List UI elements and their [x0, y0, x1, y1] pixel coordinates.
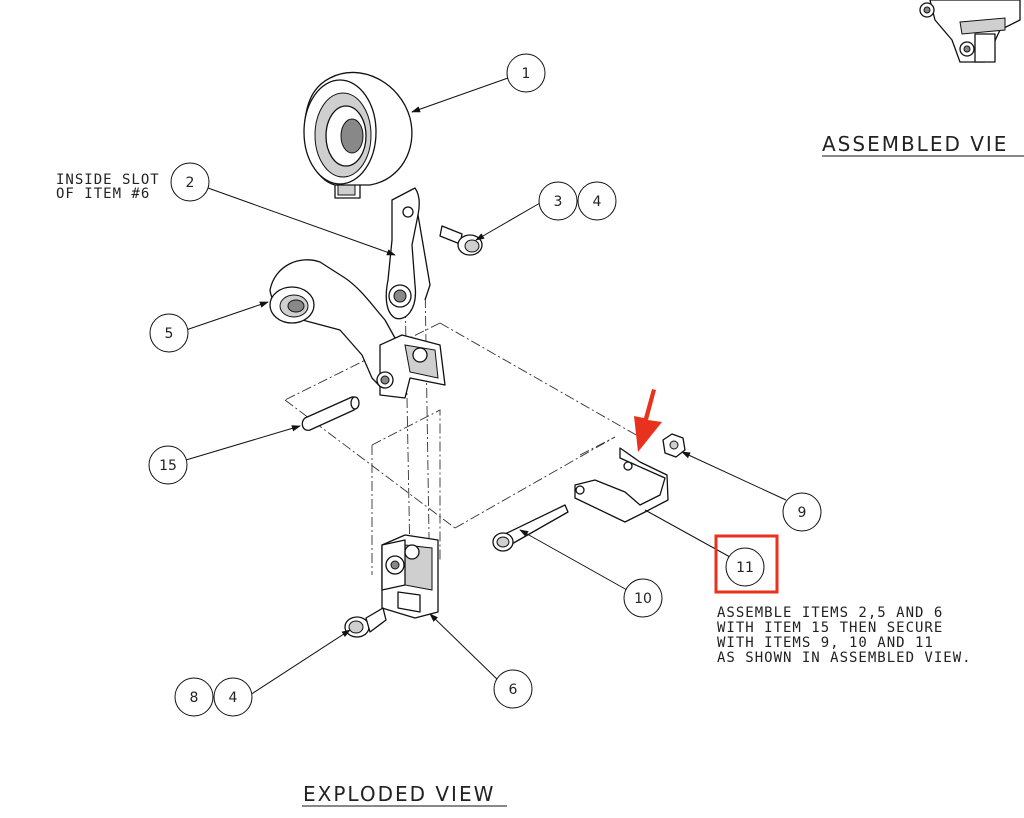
part-roller — [303, 71, 413, 199]
highlight-box-item-11 — [714, 534, 779, 594]
assembly-note-line-3: WITH ITEMS 9, 10 AND 11 — [717, 635, 934, 651]
slot-note-line-2: OF ITEM #6 — [56, 186, 150, 202]
balloon-15: 15 — [148, 445, 188, 485]
svg-text:4: 4 — [593, 194, 602, 210]
part-bracket-block — [381, 534, 439, 619]
balloon-8: 8 — [174, 677, 214, 717]
assembly-note-line-4: AS SHOWN IN ASSEMBLED VIEW. — [717, 650, 972, 666]
balloon-4-top: 4 — [577, 181, 617, 221]
svg-text:8: 8 — [190, 690, 199, 706]
part-link-arm — [385, 187, 431, 320]
balloon-11: 11 — [725, 547, 765, 587]
assembly-note-line-1: ASSEMBLE ITEMS 2,5 AND 6 — [717, 605, 943, 621]
svg-text:5: 5 — [165, 326, 174, 342]
balloon-3: 3 — [538, 181, 578, 221]
balloon-6: 6 — [493, 669, 533, 709]
part-tension-arm — [269, 259, 446, 399]
balloon-9: 9 — [782, 492, 822, 532]
svg-text:1: 1 — [522, 66, 531, 82]
balloon-10: 10 — [623, 578, 663, 618]
assembly-centerlines — [284, 198, 646, 601]
slot-note-line-1: INSIDE SLOT — [56, 172, 160, 188]
assembled-view-title: ASSEMBLED VIE — [822, 132, 1008, 156]
part-screw-3-4 — [439, 225, 483, 256]
svg-text:15: 15 — [159, 458, 177, 474]
svg-text:3: 3 — [554, 194, 563, 210]
svg-text:11: 11 — [736, 560, 754, 576]
assembly-note-line-2: WITH ITEM 15 THEN SECURE — [717, 620, 943, 636]
svg-text:10: 10 — [634, 591, 652, 607]
balloon-5: 5 — [149, 313, 189, 353]
balloon-1: 1 — [506, 53, 546, 93]
leader-lines — [185, 77, 787, 696]
balloon-4-bottom: 4 — [213, 677, 253, 717]
svg-text:4: 4 — [229, 690, 238, 706]
part-angle-bracket — [574, 447, 669, 523]
svg-text:2: 2 — [186, 175, 195, 191]
part-screw-8-4 — [344, 607, 387, 638]
part-nut — [662, 433, 686, 458]
assembled-view-thumbnail — [919, 0, 1021, 63]
svg-text:9: 9 — [798, 505, 807, 521]
red-arrow-icon — [634, 389, 662, 452]
balloon-2: 2 — [170, 162, 210, 202]
svg-text:6: 6 — [509, 682, 518, 698]
part-long-bolt — [492, 504, 569, 552]
part-pin — [301, 396, 360, 431]
exploded-view-title: EXPLODED VIEW — [303, 782, 495, 806]
